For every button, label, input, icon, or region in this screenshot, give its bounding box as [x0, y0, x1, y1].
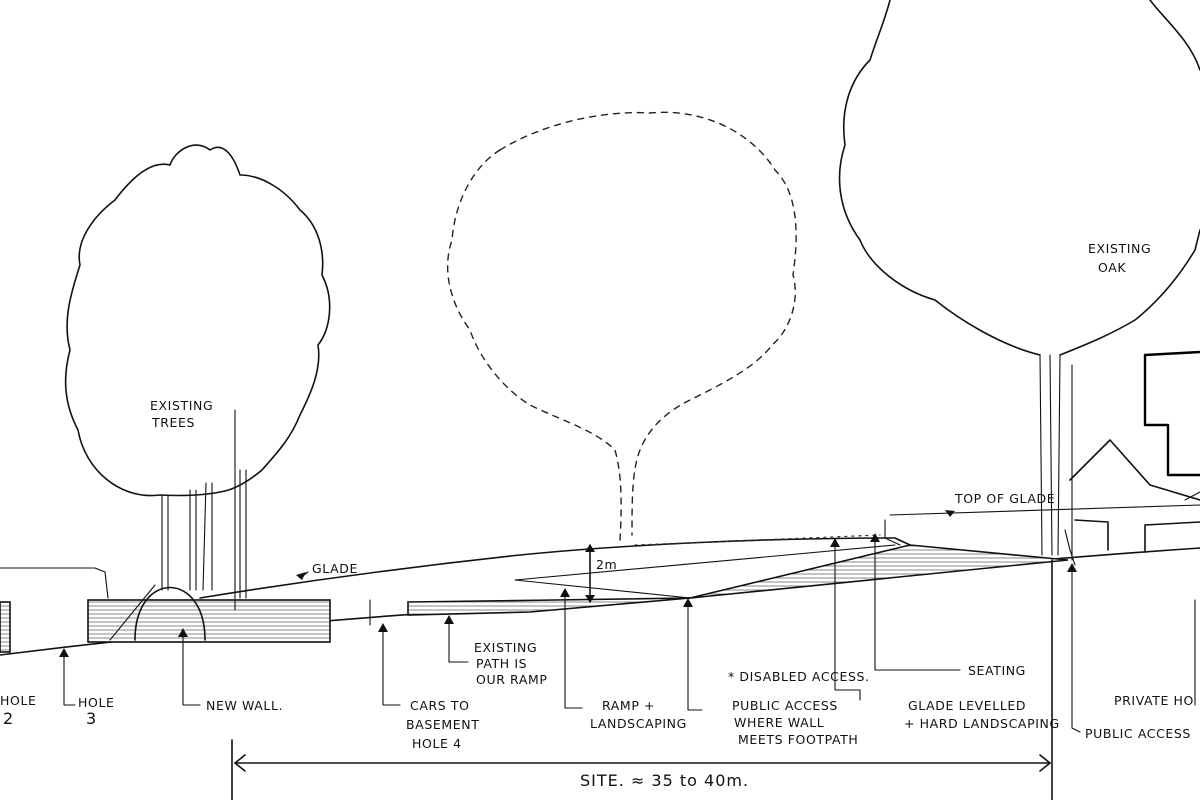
label-existing-trees-2: TREES: [151, 415, 195, 430]
label-hole-3a: HOLE: [78, 695, 115, 710]
label-ramp-1: RAMP +: [602, 698, 655, 713]
existing-oak-sketch: [838, 0, 1200, 561]
label-site-dimension: SITE. ≈ 35 to 40m.: [580, 771, 749, 790]
label-public-access: PUBLIC ACCESS: [1085, 726, 1191, 741]
label-public-2: WHERE WALL: [734, 715, 824, 730]
label-path-1: EXISTING: [474, 640, 537, 655]
label-hole-2b: 2: [3, 709, 14, 728]
label-ramp-2: LANDSCAPING: [590, 716, 687, 731]
label-glade-levelled-2: + HARD LANDSCAPING: [904, 716, 1060, 731]
label-hole-3b: 3: [86, 709, 97, 728]
private-house-outline: [1069, 350, 1200, 553]
label-2m: 2m: [596, 557, 617, 572]
label-cars-3: HOLE 4: [412, 736, 462, 751]
label-seating: SEATING: [968, 663, 1026, 678]
proposed-tree-dashed: [446, 111, 797, 541]
leader-arrows: [59, 409, 1196, 733]
new-wall-hatched: [0, 584, 331, 653]
label-new-wall: NEW WALL.: [206, 698, 283, 713]
glade-levelled-hatched: [689, 544, 1069, 599]
label-existing-trees-1: EXISTING: [150, 398, 213, 413]
label-disabled-access: * DISABLED ACCESS.: [728, 669, 870, 684]
ramp-line-2: [514, 579, 691, 599]
label-hole-2a: HOLE: [0, 693, 37, 708]
label-path-3: OUR RAMP: [476, 672, 548, 687]
label-cars-1: CARS TO: [410, 698, 470, 713]
label-glade-levelled-1: GLADE LEVELLED: [908, 698, 1026, 713]
label-public-3: MEETS FOOTPATH: [738, 732, 858, 747]
dimension-2m: [585, 544, 595, 603]
ramp-line-1: [514, 544, 896, 581]
ramp-hatched: [407, 597, 691, 616]
label-public-1: PUBLIC ACCESS: [732, 698, 838, 713]
label-private-house: PRIVATE HO: [1114, 693, 1194, 708]
label-existing-oak-1: EXISTING: [1088, 241, 1151, 256]
annotations: EXISTING TREES EXISTING OAK GLADE TOP OF…: [0, 241, 1194, 790]
label-existing-oak-2: OAK: [1098, 260, 1126, 275]
label-cars-2: BASEMENT: [406, 717, 479, 732]
label-path-2: PATH IS: [476, 656, 527, 671]
existing-trees-sketch: [64, 144, 331, 599]
label-glade: GLADE: [312, 561, 358, 576]
label-top-of-glade: TOP OF GLADE: [954, 491, 1055, 506]
site-dimension: [231, 559, 1053, 800]
